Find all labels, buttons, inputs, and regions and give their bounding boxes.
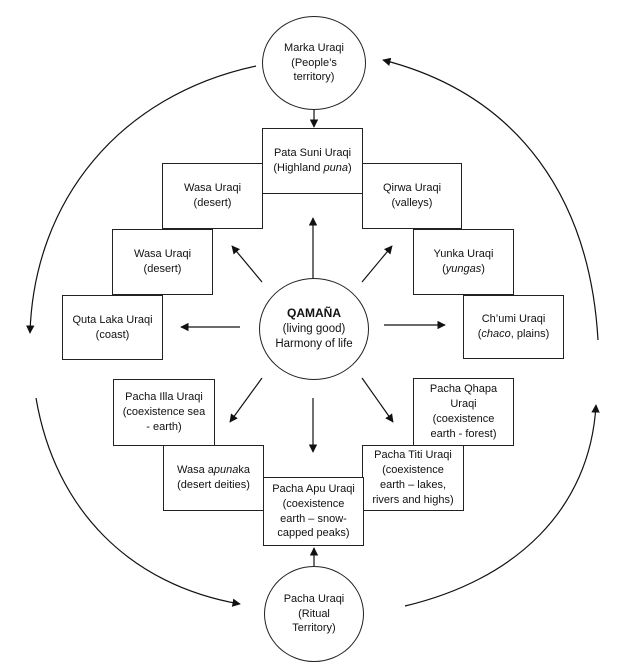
qirwa-uraqi-box: Qirwa Uraqi(valleys)	[362, 163, 462, 229]
arrow-to-pacha-titi	[361, 377, 394, 423]
qamana-title: QAMAÑA	[287, 306, 341, 321]
cycle-arrow-top-left	[382, 57, 599, 341]
cycle-arrow-right-up	[404, 404, 600, 607]
cycle-arrow-bottom-right	[35, 397, 241, 607]
qamana-text: QAMAÑA (living good) Harmony of life	[275, 306, 353, 351]
marka-uraqi-text: Marka Uraqi (People’s territory)	[284, 41, 344, 84]
wasa-uraqi-box-2: Wasa Uraqi(desert)	[112, 229, 213, 295]
chumi-uraqi-box: Ch’umi Uraqi(chaco, plains)	[463, 295, 564, 359]
pacha-illa-uraqi-box: Pacha Illa Uraqi(coexistence sea- earth)	[113, 379, 215, 446]
quta-laka-uraqi-box: Quta Laka Uraqi(coast)	[62, 295, 163, 360]
qamana-center-circle: QAMAÑA (living good) Harmony of life	[259, 278, 369, 380]
pacha-uraqi-text: Pacha Uraqi (Ritual Territory)	[283, 592, 345, 635]
arrow-to-pacha-illa	[229, 377, 263, 423]
yunka-uraqi-box: Yunka Uraqi(yungas)	[413, 229, 514, 295]
wasa-uraqi-box-1: Wasa Uraqi(desert)	[162, 163, 263, 229]
pacha-uraqi-circle: Pacha Uraqi (Ritual Territory)	[264, 566, 364, 662]
cycle-arrow-left-down	[26, 65, 257, 334]
marka-uraqi-circle: Marka Uraqi (People’s territory)	[262, 16, 366, 110]
wasa-apunaka-box: Wasa apunaka(desert deities)	[163, 445, 264, 511]
arrow-to-yunka	[361, 245, 393, 283]
pata-suni-uraqi-box: Pata Suni Uraqi(Highland puna)	[262, 128, 363, 194]
arrow-to-wasa-desert	[231, 245, 263, 283]
